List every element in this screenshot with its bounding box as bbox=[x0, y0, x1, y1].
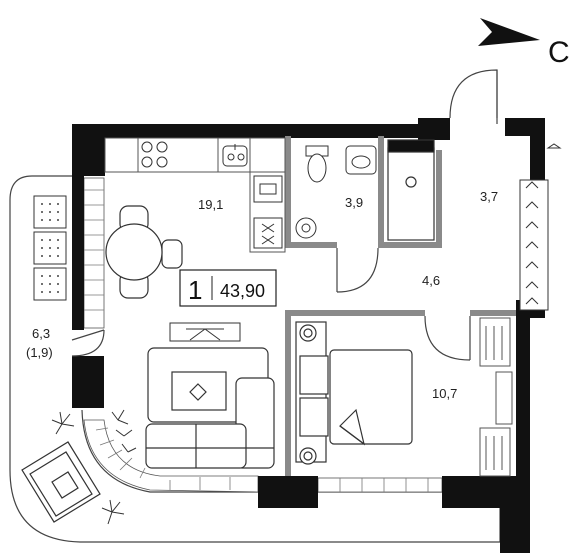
room-area-wardrobe: 3,7 bbox=[480, 189, 498, 204]
toilet-icon bbox=[305, 145, 329, 183]
washbasin-icon bbox=[345, 145, 377, 175]
dining-table bbox=[105, 205, 183, 299]
bathroom-door bbox=[336, 247, 379, 293]
apartment-badge bbox=[179, 269, 277, 307]
window-bedroom bbox=[479, 317, 513, 477]
shower-tray-icon bbox=[387, 139, 435, 241]
bed bbox=[295, 321, 413, 465]
lounge-chair bbox=[21, 441, 101, 523]
balcony-door bbox=[71, 329, 105, 357]
tv-stand bbox=[169, 322, 241, 342]
wardrobe-shelves bbox=[519, 179, 549, 311]
balcony-rail bbox=[83, 177, 443, 493]
shoe-rack-icon bbox=[546, 143, 562, 149]
room-area-kitchen-living: 19,1 bbox=[198, 197, 223, 212]
washer-icon bbox=[253, 175, 283, 203]
kitchen-counter bbox=[104, 137, 286, 253]
total-area: 43,90 bbox=[220, 281, 265, 301]
balcony-cabinets bbox=[33, 195, 67, 301]
room-area-balcony-coef: (1,9) bbox=[26, 345, 53, 360]
compass-label: С bbox=[548, 36, 570, 69]
north-arrow-icon bbox=[478, 18, 540, 46]
room-area-balcony: 6,3 bbox=[32, 326, 50, 341]
sofa bbox=[145, 347, 275, 469]
cooktop-icon bbox=[141, 141, 168, 168]
bedroom-door bbox=[424, 315, 471, 361]
boiler-icon bbox=[295, 217, 317, 239]
room-area-hallway: 4,6 bbox=[422, 273, 440, 288]
room-area-bathroom: 3,9 bbox=[345, 195, 363, 210]
entrance-door bbox=[449, 69, 498, 124]
plant-icon bbox=[51, 409, 137, 525]
interior-walls bbox=[285, 136, 516, 476]
room-area-bedroom: 10,7 bbox=[432, 386, 457, 401]
sink-icon bbox=[222, 144, 248, 167]
oven-icon bbox=[253, 217, 283, 249]
exterior-walls bbox=[72, 118, 545, 553]
rooms-count: 1 bbox=[188, 275, 202, 305]
